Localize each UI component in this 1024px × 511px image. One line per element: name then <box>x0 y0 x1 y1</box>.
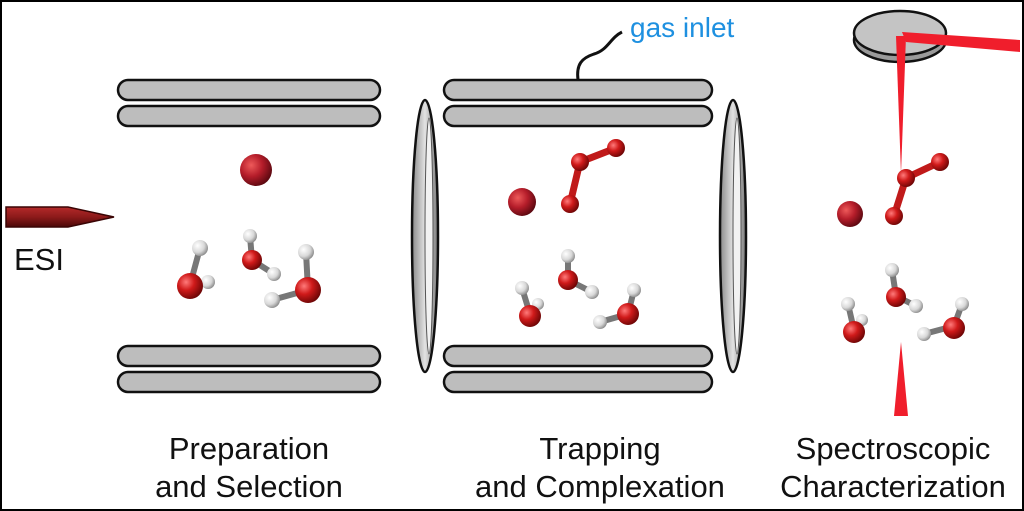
electrode-rod <box>116 344 382 368</box>
electrode-rod <box>442 344 714 368</box>
metal-ion <box>508 188 536 216</box>
esi-label: ESI <box>14 242 64 277</box>
caption-line: Characterization <box>780 469 1006 504</box>
stage-caption-spectroscopic: Spectroscopic Characterization <box>770 430 1016 506</box>
esi-needle-icon <box>5 206 115 228</box>
electrode-rod <box>442 104 714 128</box>
metal-ion <box>837 201 863 227</box>
water-molecule <box>593 283 641 329</box>
water-molecule <box>515 281 544 327</box>
stage-caption-preparation: Preparation and Selection <box>120 430 378 506</box>
trap-end-cap-right <box>718 98 748 374</box>
trap-end-cap-left <box>410 98 440 374</box>
electrode-rod <box>116 370 382 394</box>
electrode-rod <box>442 78 714 102</box>
caption-line: and Selection <box>155 469 343 504</box>
caption-line: Trapping <box>539 431 661 466</box>
oxygen-molecule <box>885 153 949 225</box>
trap-electrodes <box>442 78 714 394</box>
water-molecule <box>841 297 868 343</box>
water-molecule <box>885 263 923 313</box>
gas-inlet-label: gas inlet <box>630 12 735 43</box>
quadrupole-electrodes <box>116 78 382 394</box>
metal-ion <box>240 154 272 186</box>
water-molecule <box>242 229 281 281</box>
caption-line: and Complexation <box>475 469 725 504</box>
water-molecule <box>264 244 321 308</box>
water-molecule <box>917 297 969 341</box>
caption-line: Spectroscopic <box>795 431 991 466</box>
electrode-rod <box>442 370 714 394</box>
oxygen-molecule <box>561 139 625 213</box>
water-molecule <box>558 249 599 299</box>
gas-inlet-tube-icon <box>576 30 623 81</box>
caption-line: Preparation <box>168 431 330 466</box>
electrode-rod <box>116 78 382 102</box>
laser-beam <box>894 32 1020 416</box>
electrode-rod <box>116 104 382 128</box>
stage-caption-trapping: Trapping and Complexation <box>468 430 732 506</box>
water-molecule <box>177 240 215 299</box>
